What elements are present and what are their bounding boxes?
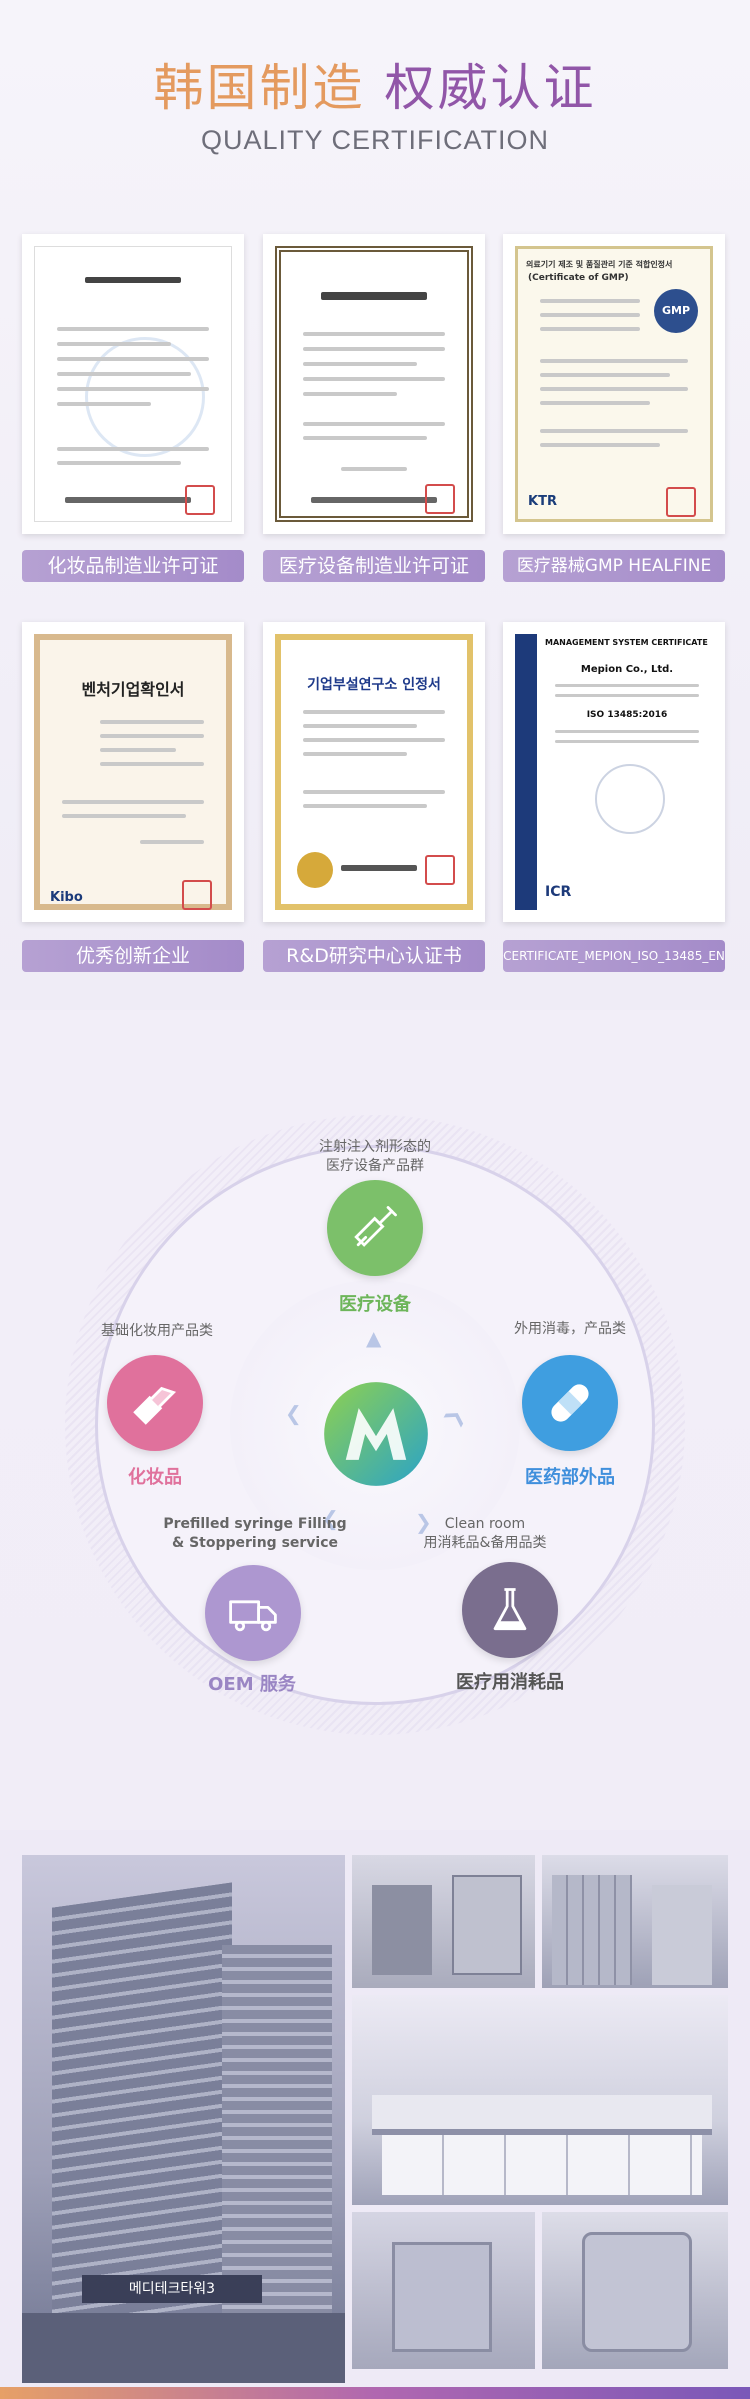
arrow-up-icon: ▲ bbox=[366, 1326, 382, 1350]
node-label-quasi-drug: 医药部外品 bbox=[525, 1467, 615, 1488]
iso-seal-icon bbox=[595, 764, 665, 834]
photo-filling-machine bbox=[542, 2212, 728, 2369]
certificate-rnd: 기업부설연구소 인정서 bbox=[263, 622, 485, 922]
photo-cleanroom-1 bbox=[352, 1855, 535, 1988]
node-consumables[interactable] bbox=[462, 1562, 558, 1658]
bandage-icon bbox=[551, 1384, 589, 1422]
rnd-title: 기업부설연구소 인정서 bbox=[307, 677, 441, 693]
bottom-accent-bar bbox=[0, 2387, 750, 2399]
gmp-title: 의료기기 제조 및 품질관리 기준 적합인정서 bbox=[526, 260, 673, 269]
title-part-certification: 权威认证 bbox=[384, 59, 597, 117]
page-subtitle: QUALITY CERTIFICATION bbox=[200, 125, 550, 155]
building-sign: 메디테크타워3 bbox=[82, 2275, 262, 2303]
node-desc-text: 外用消毒，产品类 bbox=[514, 1321, 626, 1337]
rnd-seal-icon bbox=[297, 852, 333, 888]
node-desc-medical-device: 注射注入剂形态的 医疗设备产品群 bbox=[255, 1138, 495, 1176]
node-cosmetics[interactable] bbox=[107, 1355, 203, 1451]
photo-cleanroom-2 bbox=[542, 1855, 728, 1988]
certificate-label-1: 化妆品制造业许可证 bbox=[22, 550, 244, 582]
photo-corridor bbox=[352, 2212, 535, 2369]
iso-left-band bbox=[515, 634, 537, 910]
certificate-label-4: 优秀创新企业 bbox=[22, 940, 244, 972]
ktr-logo: KTR bbox=[528, 494, 557, 509]
node-desc-quasi-drug: 外用消毒，产品类 bbox=[450, 1320, 690, 1339]
certificate-label-2: 医疗设备制造业许可证 bbox=[263, 550, 485, 582]
venture-title: 벤처기업확인서 bbox=[81, 680, 185, 699]
node-label-cosmetics: 化妆品 bbox=[128, 1467, 182, 1488]
certificate-medical-device-license bbox=[263, 234, 485, 534]
certificate-venture: 벤처기업확인서 Kibo bbox=[22, 622, 244, 922]
certificate-label-3: 医疗器械GMP HEALFINE bbox=[503, 550, 725, 582]
product-lines-diagram: ▲ ❯ ❯ ❯ ❯ 注射注入剂形态的 医疗设备产品群 医疗设备 外用消毒， bbox=[0, 1010, 750, 1830]
gmp-badge-icon: GMP bbox=[654, 289, 698, 333]
certificate-label-6: CERTIFICATE_MEPION_ISO_13485_EN bbox=[503, 940, 725, 972]
arrow-left-icon: ❯ bbox=[285, 1405, 302, 1429]
node-oem[interactable] bbox=[205, 1565, 301, 1661]
node-label-oem: OEM 服务 bbox=[208, 1674, 296, 1695]
node-label-medical-device: 医疗设备 bbox=[339, 1294, 411, 1315]
arrow-down-right-icon: ❯ bbox=[415, 1510, 432, 1534]
node-desc-text: 基础化妆用产品类 bbox=[101, 1323, 213, 1339]
facility-photos-section: 메디테크타워3 bbox=[0, 1830, 750, 2399]
node-medical-device[interactable] bbox=[327, 1180, 423, 1276]
certification-section: 韩国制造 权威认证 QUALITY CERTIFICATION 化妆品制造业许可… bbox=[0, 0, 750, 1010]
iso-header: MANAGEMENT SYSTEM CERTIFICATE bbox=[545, 638, 708, 647]
certificate-gmp: 의료기기 제조 및 품질관리 기준 적합인정서 (Certificate of … bbox=[503, 234, 725, 534]
node-label-consumables: 医疗用消耗品 bbox=[456, 1672, 564, 1693]
syringe-icon bbox=[354, 1206, 397, 1247]
iso-company: Mepion Co., Ltd. bbox=[580, 664, 674, 675]
lipstick-icon bbox=[133, 1386, 177, 1425]
certificate-iso: MANAGEMENT SYSTEM CERTIFICATE Mepion Co.… bbox=[503, 622, 725, 922]
photo-building: 메디테크타워3 bbox=[22, 1855, 345, 2383]
node-desc-cosmetics: 基础化妆用产品类 bbox=[37, 1322, 277, 1341]
title-part-made-in-korea: 韩国制造 bbox=[153, 59, 366, 117]
iso-standard: ISO 13485:2016 bbox=[586, 710, 668, 720]
node-desc-text: Prefilled syringe Filling & Stoppering s… bbox=[163, 1516, 347, 1551]
gmp-subtitle: (Certificate of GMP) bbox=[528, 273, 629, 283]
certificate-cosmetics-license bbox=[22, 234, 244, 534]
node-desc-oem: Prefilled syringe Filling & Stoppering s… bbox=[135, 1515, 375, 1553]
icr-logo: ICR bbox=[545, 884, 572, 900]
truck-icon bbox=[229, 1600, 277, 1632]
page-title: 韩国制造 权威认证 bbox=[0, 58, 750, 118]
node-desc-consumables: Clean room 用消耗品&备用品类 bbox=[365, 1515, 605, 1553]
mepion-logo bbox=[324, 1382, 428, 1486]
node-quasi-drug[interactable] bbox=[522, 1355, 618, 1451]
photo-laboratory bbox=[352, 1995, 728, 2205]
node-desc-text: Clean room 用消耗品&备用品类 bbox=[423, 1516, 547, 1551]
flask-icon bbox=[493, 1588, 527, 1631]
node-desc-text: 注射注入剂形态的 医疗设备产品群 bbox=[319, 1139, 431, 1174]
certificate-label-5: R&D研究中心认证书 bbox=[263, 940, 485, 972]
kibo-logo: Kibo bbox=[50, 890, 83, 905]
